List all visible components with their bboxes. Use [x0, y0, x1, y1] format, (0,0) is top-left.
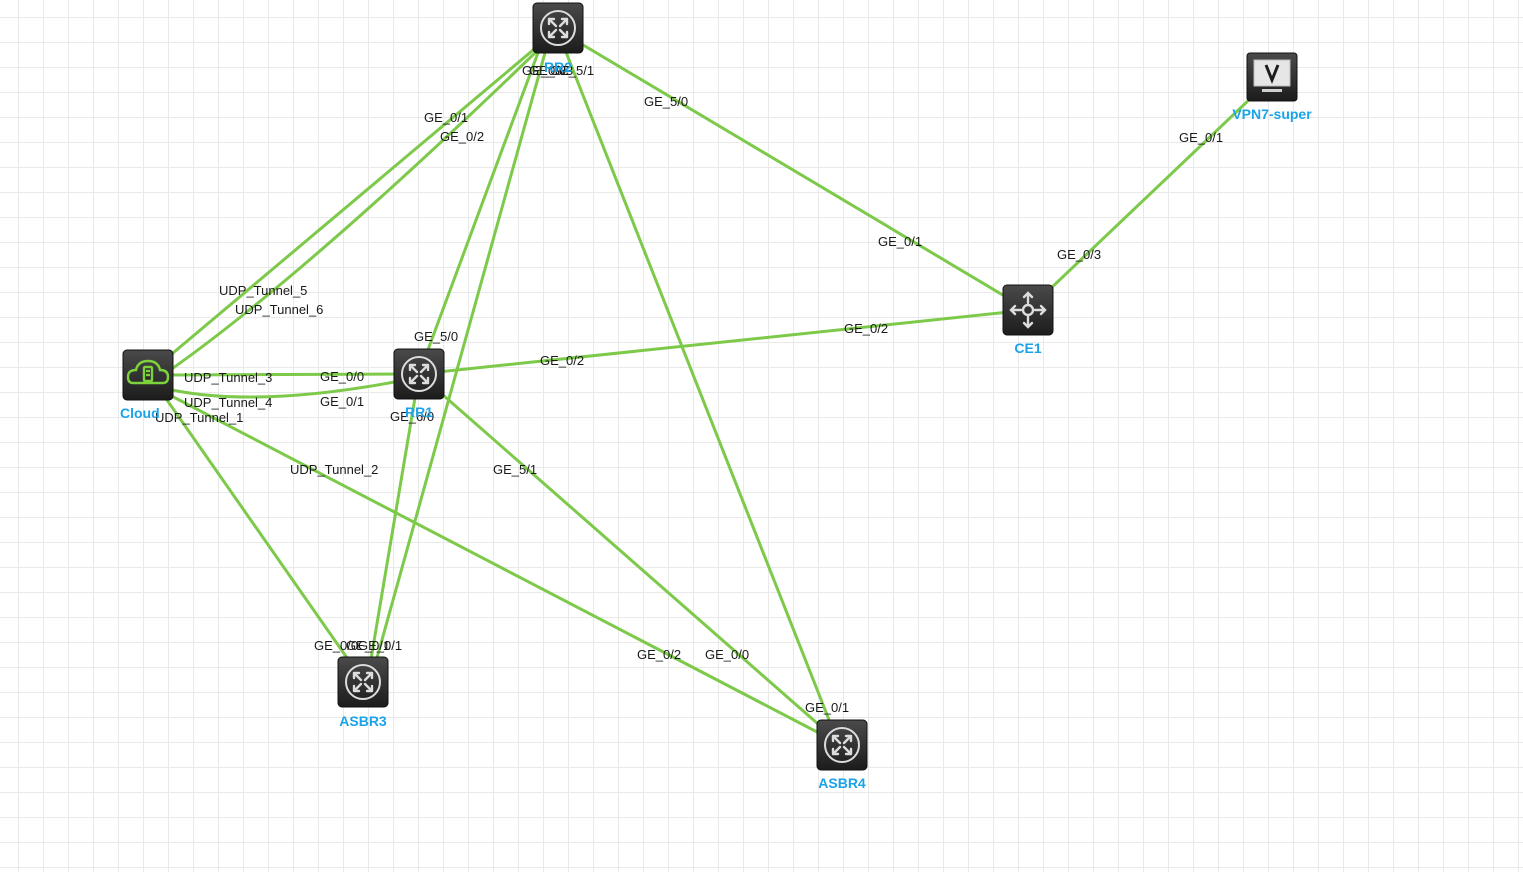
- port-label: GE_0/2: [440, 129, 484, 144]
- port-label: GE_0/2: [844, 321, 888, 336]
- port-label: UDP_Tunnel_3: [184, 370, 272, 385]
- monitor-icon: [1253, 59, 1291, 92]
- port-label: GE_0/1: [320, 394, 364, 409]
- link-ce1-vpn7[interactable]: [1026, 76, 1274, 312]
- port-label: GE_0/2: [637, 647, 681, 662]
- link-cloud-asbr3[interactable]: [158, 389, 354, 666]
- node-cloud[interactable]: [122, 349, 174, 401]
- switch-icon: [1009, 291, 1047, 329]
- port-label: GE_0/1: [346, 638, 390, 653]
- port-label: GE_0/1: [358, 638, 402, 653]
- link-cloud-rr2-a[interactable]: [147, 38, 546, 376]
- port-label: GE_0/3: [1057, 247, 1101, 262]
- link-cloud-rr1-b[interactable]: [171, 378, 406, 399]
- link-rr1-asbr4[interactable]: [418, 372, 843, 747]
- port-label: GE_5/0: [644, 94, 688, 109]
- link-rr1-ce1[interactable]: [418, 308, 1029, 376]
- port-label: GE_5/1: [493, 462, 537, 477]
- port-label: GE_0/0: [320, 369, 364, 384]
- link-cloud-rr1-a[interactable]: [171, 372, 401, 377]
- port-label: GE_0/1: [878, 234, 922, 249]
- node-label-vpn7-super: VPN7-super: [1232, 106, 1312, 122]
- link-rr1-asbr3[interactable]: [368, 373, 421, 666]
- links-layer: [147, 28, 1274, 747]
- port-label: UDP_Tunnel_2: [290, 462, 378, 477]
- port-label: GE_0/0: [705, 647, 749, 662]
- port-label: GE_5/1: [550, 63, 594, 78]
- port-label: UDP_Tunnel_5: [219, 283, 307, 298]
- port-label: GE_0/1: [1179, 130, 1223, 145]
- port-label: UDP_Tunnel_1: [155, 410, 243, 425]
- node-label-rr2: RR2: [544, 59, 572, 75]
- link-rr1-rr2[interactable]: [417, 41, 544, 375]
- link-cloud-rr2-b[interactable]: [149, 48, 540, 386]
- node-vpn7-super[interactable]: [1246, 52, 1298, 102]
- link-cloud-asbr4[interactable]: [159, 388, 843, 747]
- node-asbr3[interactable]: [337, 656, 389, 708]
- port-label: UDP_Tunnel_6: [235, 302, 323, 317]
- node-rr1[interactable]: [393, 348, 445, 400]
- link-rr2-ce1[interactable]: [557, 28, 1029, 312]
- node-asbr4[interactable]: [816, 719, 868, 771]
- node-label-cloud: Cloud: [120, 405, 160, 421]
- cloud-icon: [126, 359, 170, 385]
- port-label: GE_0/3: [529, 63, 573, 78]
- node-label-asbr4: ASBR4: [818, 775, 866, 791]
- node-rr2[interactable]: [532, 2, 584, 54]
- port-label: UDP_Tunnel_4: [184, 395, 272, 410]
- port-label: GE_0/0: [314, 638, 358, 653]
- node-label-ce1: CE1: [1014, 340, 1041, 356]
- port-label: GE_0/2: [540, 353, 584, 368]
- link-rr2-asbr3[interactable]: [373, 41, 550, 666]
- node-ce1[interactable]: [1002, 284, 1054, 336]
- port-label: GE_6/0: [390, 409, 434, 424]
- port-labels: GE_5/0 GE_0/1 GE_0/3 GE_0/1 GE_0/2 GE_0/…: [155, 63, 1223, 715]
- node-label-asbr3: ASBR3: [339, 713, 387, 729]
- port-label: GE_0/0: [522, 63, 566, 78]
- port-label: GE_5/0: [414, 329, 458, 344]
- link-rr2-asbr4[interactable]: [560, 41, 837, 736]
- node-label-rr1: RR1: [405, 404, 433, 420]
- port-label: GE_0/1: [805, 700, 849, 715]
- port-label: GE_0/1: [424, 110, 468, 125]
